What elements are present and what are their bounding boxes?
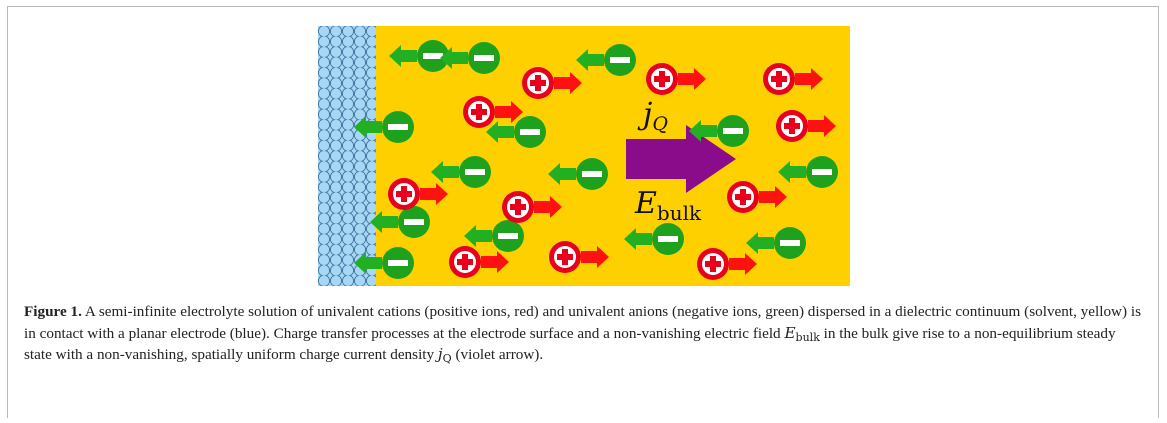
current-arrow — [626, 125, 736, 193]
anion — [370, 206, 430, 238]
cation — [449, 246, 509, 278]
cation — [388, 178, 448, 210]
figure-caption: Figure 1. A semi-infinite electrolyte so… — [24, 301, 1142, 366]
electrolyte-diagram: jQ Ebulk — [318, 26, 850, 286]
anion — [486, 116, 546, 148]
anion — [354, 247, 414, 279]
anion — [576, 44, 636, 76]
cation — [697, 248, 757, 280]
figure-frame — [7, 6, 1159, 418]
caption-e-bulk: Ebulk — [784, 323, 820, 344]
anion — [689, 115, 749, 147]
caption-j-q: jQ — [437, 345, 452, 366]
bulk-field-label: Ebulk — [634, 186, 702, 225]
ions-layer — [354, 40, 838, 280]
cation — [549, 241, 609, 273]
anion — [778, 156, 838, 188]
anion — [354, 111, 414, 143]
anion — [746, 227, 806, 259]
anion — [548, 158, 608, 190]
anion — [431, 156, 491, 188]
figure-label: Figure 1. — [24, 303, 82, 320]
anion — [624, 223, 684, 255]
cation — [727, 181, 787, 213]
anion — [389, 40, 449, 72]
cation — [502, 191, 562, 223]
caption-text-3: (violet arrow). — [451, 346, 544, 364]
electrode — [318, 26, 376, 286]
caption-text-1: A semi-infinite electrolyte solution of … — [24, 303, 1142, 342]
cation — [763, 63, 823, 95]
anion — [440, 42, 500, 74]
cation — [646, 63, 706, 95]
cation — [776, 110, 836, 142]
cation — [522, 67, 582, 99]
caption-text-2: in the bulk give rise to a non-equilibri… — [24, 324, 1116, 364]
cation — [463, 96, 523, 128]
anion — [464, 220, 524, 252]
